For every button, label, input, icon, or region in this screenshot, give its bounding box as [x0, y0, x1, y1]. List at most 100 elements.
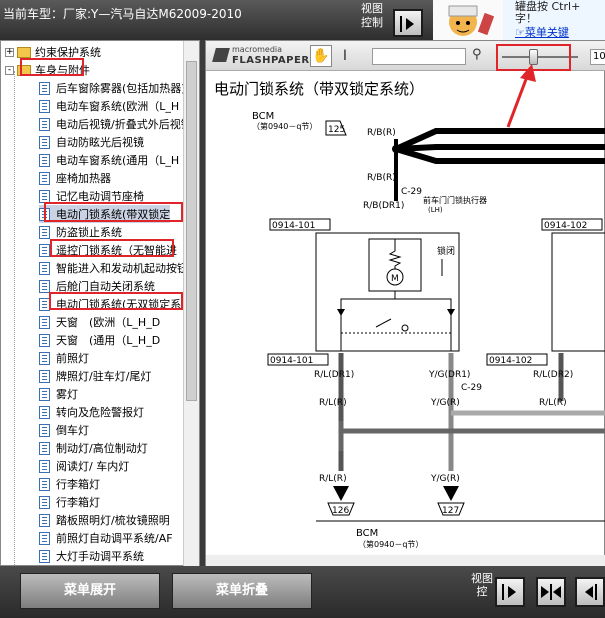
tree-item-label: 大灯手动调平系统	[56, 550, 144, 563]
wire-label: R/B(R)	[367, 173, 396, 183]
tree-item[interactable]: 电动门锁系统(带双锁定	[39, 205, 171, 223]
wire-label: Y/G(DR1)	[428, 370, 470, 380]
tree-item-label: 踏板照明灯/梳妆镜照明	[56, 514, 170, 527]
search-icon[interactable]: ⚲	[472, 47, 482, 62]
view-right-button[interactable]	[495, 577, 525, 607]
tree-item[interactable]: 智能进入和发动机起动按钮	[39, 259, 183, 277]
tree-item[interactable]: 行李箱灯	[39, 475, 100, 493]
tree-item-label: 后舱门自动关闭系统	[56, 280, 155, 293]
tree-item[interactable]: 制动灯/高位制动灯	[39, 439, 148, 457]
document-icon	[39, 531, 50, 545]
tip-link[interactable]: ☞菜单关键	[515, 26, 569, 39]
tree-item-label: 自动防眩光后视镜	[56, 136, 144, 149]
tip-text-1: 罐盘按 Ctrl+	[515, 0, 581, 13]
tree-item[interactable]: 天窗 (通用（L_H_D	[39, 331, 160, 349]
tree-scroll-thumb[interactable]	[186, 61, 197, 401]
tree-item[interactable]: 前照灯	[39, 349, 89, 367]
pin-127-shape	[437, 502, 465, 516]
view-toggle-button[interactable]	[393, 9, 423, 37]
tree-item[interactable]: 阅读灯/ 车内灯	[39, 457, 129, 475]
wire-label: R/B(DR1)	[363, 201, 404, 211]
document-icon	[39, 99, 50, 113]
zoom-slider[interactable]	[502, 49, 578, 65]
divider-bar-icon	[595, 584, 597, 600]
expand-icon[interactable]: +	[5, 46, 14, 57]
mascot-icon	[448, 5, 495, 36]
arrow-right-icon	[406, 18, 414, 30]
view-split-button[interactable]	[536, 577, 566, 607]
diode-icon	[337, 309, 345, 316]
tree-item-label: 转向及危险警报灯	[56, 406, 144, 419]
tree-item[interactable]: 电动车窗系统(欧洲（L_H	[39, 97, 179, 115]
tree-item[interactable]: 倒车灯	[39, 421, 89, 439]
junction-dot	[392, 145, 400, 153]
wire-harness	[395, 146, 605, 164]
pin-125-label: 125	[328, 125, 345, 135]
document-icon	[39, 549, 50, 563]
document-icon	[39, 513, 50, 527]
zoom-value-field[interactable]: 10	[590, 49, 605, 65]
tree-item-label: 防盗锁止系统	[56, 226, 122, 239]
actuator-box-rh	[551, 232, 605, 352]
document-icon	[39, 135, 50, 149]
tree-item[interactable]: 电动车窗系统(通用（L_H	[39, 151, 179, 169]
document-scrollbar[interactable]	[206, 555, 605, 567]
tree-item[interactable]: 雾灯	[39, 385, 78, 403]
tree-item[interactable]: 座椅加热器	[39, 169, 111, 187]
tree-item[interactable]: 前照灯自动调平系统/AF	[39, 529, 173, 547]
tree-item[interactable]: 行李箱灯	[39, 493, 100, 511]
diode-icon	[447, 309, 455, 316]
collapse-icon[interactable]: -	[5, 65, 14, 75]
tree-item[interactable]: 后舱门自动关闭系统	[39, 277, 155, 295]
hand-tool-button[interactable]: ✋	[310, 45, 332, 67]
arrow-right-icon	[508, 586, 516, 598]
tree-item[interactable]: 自动防眩光后视镜	[39, 133, 144, 151]
document-title: 电动门锁系统（带双锁定系统）	[214, 80, 425, 98]
tree-folder[interactable]: +约束保护系统	[5, 43, 101, 61]
expand-menu-button[interactable]: 菜单展开	[20, 573, 160, 609]
tree-item[interactable]: 防盗锁止系统	[39, 223, 122, 241]
tree-item[interactable]: 电动后视镜/折叠式外后视镜	[39, 115, 183, 133]
document-icon	[39, 477, 50, 491]
tree-item-label: 行李箱灯	[56, 496, 100, 509]
zoom-thumb[interactable]	[528, 49, 538, 65]
wire-label: R/L(R)	[319, 398, 347, 408]
connector-label: 0914-102	[489, 356, 532, 366]
tree-item-label: 遥控门锁系统（无智能进	[56, 244, 177, 257]
bcm-top-sub: （第0940－q节）	[252, 121, 317, 131]
tip-banner: 罐盘按 Ctrl+ 字！ ☞菜单关键	[503, 0, 605, 40]
collapse-menu-button[interactable]: 菜单折叠	[172, 573, 312, 609]
folder-icon	[17, 46, 31, 58]
tree-item[interactable]: 转向及危险警报灯	[39, 403, 144, 421]
arrow-left-icon	[585, 586, 593, 598]
highlight-box	[44, 202, 183, 222]
top-bar: 当前车型：厂家:Y—汽马自达M62009-2010 视图控制 罐盘按 Ctrl+…	[0, 0, 605, 40]
logo-text-1: macromedia	[232, 45, 283, 54]
motor-label: M	[391, 274, 399, 284]
find-input[interactable]	[372, 48, 466, 65]
viewer-toolbar: macromedia FLASHPAPER ✋ I ⚲ 10	[206, 41, 605, 71]
tree-scrollbar[interactable]	[183, 41, 199, 567]
tree-item-label: 天窗 (欧洲（L_H_D	[56, 316, 161, 329]
arrow-right-icon	[541, 586, 549, 598]
tree-item[interactable]: 后车窗除雾器(包括加热器)	[39, 79, 183, 97]
document-icon	[39, 423, 50, 437]
wire-label: Y/G(R)	[430, 398, 460, 408]
c29-top-label: C-29	[401, 187, 422, 197]
tree-item[interactable]: 大灯手动调平系统	[39, 547, 144, 565]
tree-item-label: 后车窗除雾器(包括加热器)	[56, 82, 183, 95]
text-select-tool-button[interactable]: I	[342, 48, 348, 64]
view-left-button[interactable]	[575, 577, 605, 607]
tree-item-label: 行李箱灯	[56, 478, 100, 491]
tree-item[interactable]: 踏板照明灯/梳妆镜照明	[39, 511, 170, 529]
tree-guide-line	[14, 71, 15, 567]
document-icon	[39, 405, 50, 419]
highlight-box	[49, 292, 183, 310]
tree-item[interactable]: 遥控门锁系统（无智能进	[39, 241, 177, 259]
c29-bottom-label: C-29	[461, 383, 482, 393]
wire-harness	[395, 144, 605, 152]
divider-bar-icon	[550, 584, 552, 600]
tree-item[interactable]: 天窗 (欧洲（L_H_D	[39, 313, 160, 331]
tree-item-label: 智能进入和发动机起动按钮	[56, 262, 183, 275]
tree-item[interactable]: 牌照灯/驻车灯/尾灯	[39, 367, 151, 385]
